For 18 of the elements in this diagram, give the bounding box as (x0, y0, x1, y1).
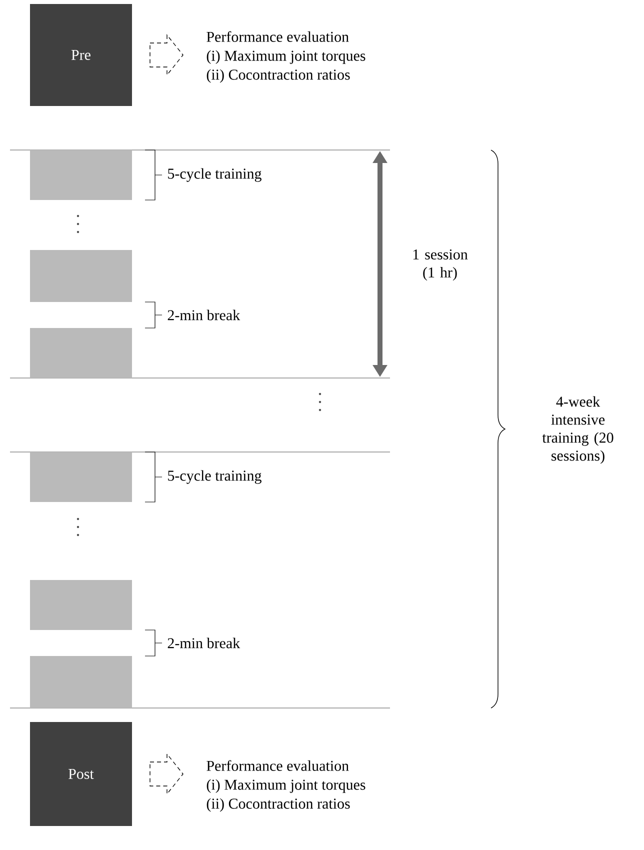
evaluation-text: Performance evaluation (i) Maximum joint torques (ii) Cocontraction ratios (206, 31, 366, 83)
bracket-label: 5-cycle training (168, 470, 262, 484)
duration-label: 4-week intensive training (20 sessions) (542, 396, 614, 464)
evaluation-text: Performance evaluation (i) Maximum joint torques (ii) Cocontraction ratios (206, 760, 366, 812)
bracket-label: 5-cycle training (168, 168, 262, 182)
bracket-label: 2-min break (168, 310, 240, 320)
stage-box: Pre (30, 4, 132, 106)
training-block (30, 452, 132, 502)
bracket-label: 2-min break (168, 638, 240, 648)
stage-box: Post (30, 722, 132, 826)
training-block (30, 150, 132, 200)
training-block (30, 580, 132, 630)
training-block (30, 328, 132, 378)
training-block (30, 250, 132, 302)
duration-label: 1 session (1 hr) (413, 249, 468, 281)
block-arrow (150, 34, 184, 76)
block-arrow (150, 753, 184, 795)
training-block (30, 656, 132, 708)
